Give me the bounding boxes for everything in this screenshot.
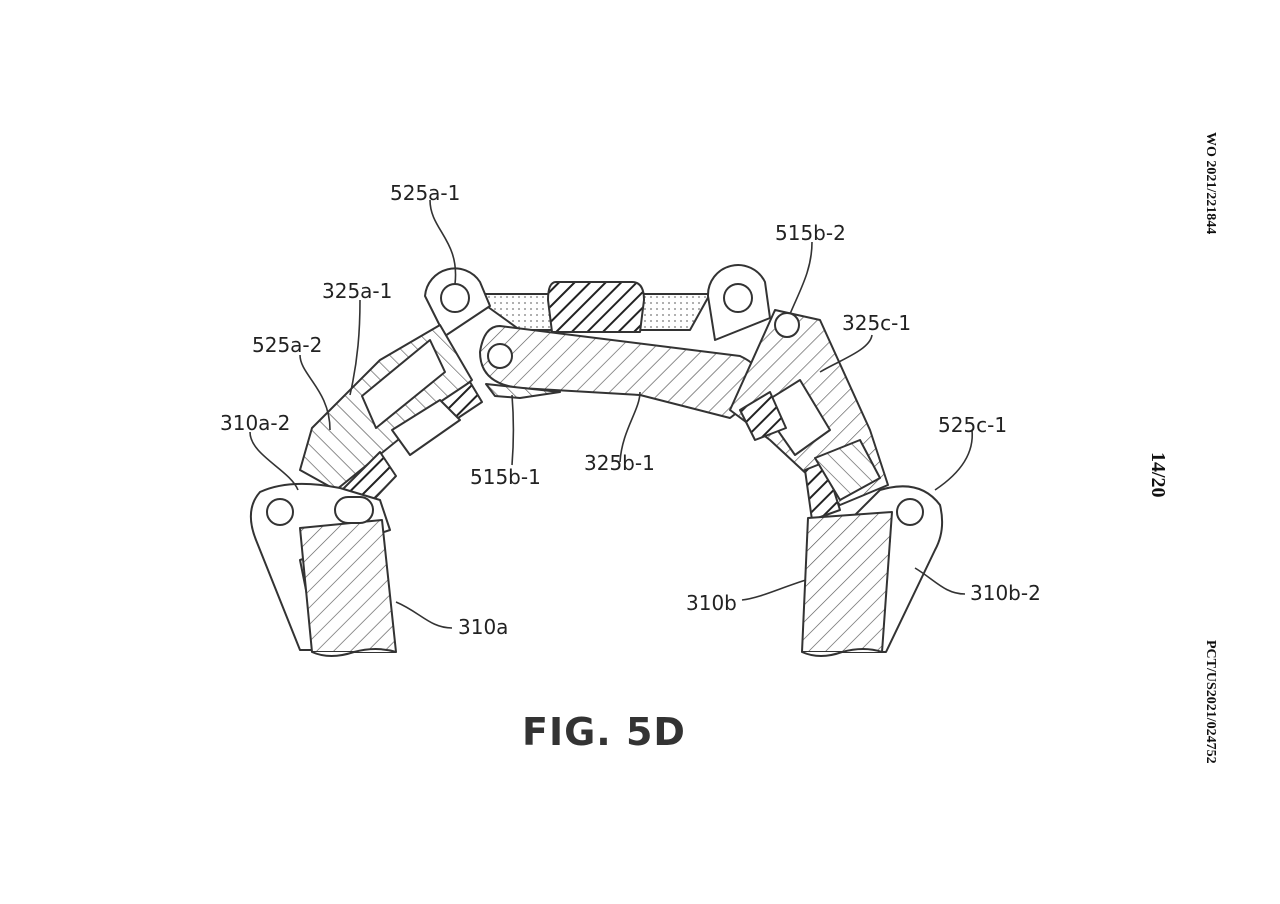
pivot-525a-2-slot — [334, 496, 374, 524]
pivot-525a-1 — [440, 283, 470, 313]
figure-title: FIG. 5D — [522, 710, 686, 754]
top-carrier-bar — [424, 264, 771, 341]
label-525a-2: 525a-2 — [252, 333, 322, 357]
base-member-310a — [249, 482, 397, 657]
label-325b-1: 325b-1 — [584, 451, 655, 475]
label-310a: 310a — [458, 615, 508, 639]
label-310b-2: 310b-2 — [970, 581, 1041, 605]
link-325a-1 — [299, 324, 483, 515]
publication-number: WO 2021/221844 — [1203, 132, 1218, 235]
label-325a-1: 325a-1 — [322, 279, 392, 303]
pivot-515b-2 — [774, 312, 800, 338]
label-525c-1: 525c-1 — [938, 413, 1007, 437]
pivot-515b-1 — [487, 343, 513, 369]
application-number: PCT/US2021/024752 — [1203, 640, 1218, 764]
reference-labels: 525a-1 515b-2 325a-1 325c-1 525a-2 310a-… — [220, 181, 1041, 639]
sheet-number: 14/20 — [1147, 452, 1169, 498]
label-310a-2: 310a-2 — [220, 411, 290, 435]
label-325c-1: 325c-1 — [842, 311, 911, 335]
label-310b: 310b — [686, 591, 737, 615]
pivot-525c-1 — [896, 498, 924, 526]
leader-lines — [249, 199, 973, 629]
link-325b-1 — [479, 325, 764, 419]
pivot-top-right — [723, 283, 753, 313]
base-member-310b — [801, 485, 944, 657]
label-525a-1: 525a-1 — [390, 181, 460, 205]
link-325c-1 — [729, 309, 889, 521]
pivot-310a-2 — [266, 498, 294, 526]
label-515b-2: 515b-2 — [775, 221, 846, 245]
label-515b-1: 515b-1 — [470, 465, 541, 489]
